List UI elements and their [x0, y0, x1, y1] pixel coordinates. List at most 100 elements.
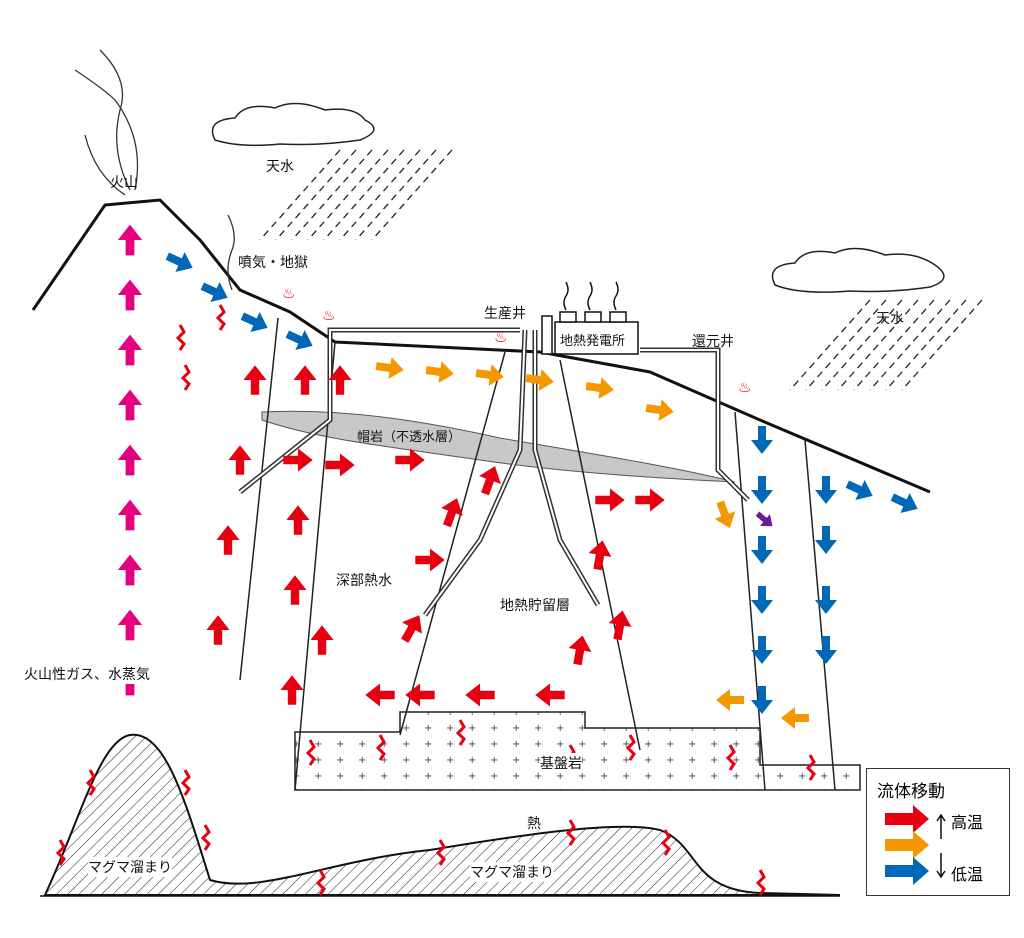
gas-arrow [117, 279, 143, 311]
hot-arrow [479, 466, 501, 496]
legend-hot-arrow [885, 805, 929, 833]
cold-arrow [751, 686, 773, 714]
cold-arrow [815, 586, 837, 614]
warm-arrow [781, 707, 809, 729]
power-plant-label: 地熱発電所 [560, 334, 626, 349]
hot-spring-icon: ♨ [282, 284, 295, 302]
heat-squiggle-arrow [85, 769, 96, 796]
cold-arrow [890, 493, 918, 513]
hot-arrow [216, 525, 240, 555]
warm-arrow [714, 500, 736, 529]
heat-label: 熱 [527, 816, 541, 832]
legend: 流体移動 高温 低温 [866, 768, 1010, 896]
heat-squiggle-arrow [175, 324, 186, 351]
power-plant [541, 281, 639, 355]
hot-arrow [568, 635, 592, 666]
hot-arrow [595, 488, 625, 512]
legend-title: 流体移動 [877, 782, 945, 802]
heat-squiggle-arrow [180, 769, 191, 796]
hot-spring-icon: ♨ [322, 306, 335, 324]
heat-squiggle-arrow [455, 719, 466, 746]
hot-arrow [310, 625, 334, 655]
deep-hot-water-label: 深部熱水 [336, 573, 392, 589]
hot-arrow [415, 548, 445, 572]
rain-label-right: 天水 [876, 311, 904, 327]
hot-arrow [395, 448, 425, 472]
heat-squiggle-arrow [315, 869, 326, 896]
reservoir-label: 地熱貯留層 [500, 598, 570, 614]
warm-arrow [716, 689, 744, 711]
gas-arrow [117, 609, 143, 641]
heat-squiggle-arrow [565, 819, 576, 846]
cold-arrow [815, 526, 837, 554]
cold-arrow [845, 480, 873, 500]
warm-arrow [645, 399, 674, 421]
cold-arrow [285, 330, 313, 350]
cloud-right [771, 247, 945, 293]
cold-arrow [751, 536, 773, 564]
hot-arrow [280, 675, 304, 705]
cold-arrow [751, 586, 773, 614]
warm-arrow [585, 377, 614, 399]
faults [239, 317, 836, 791]
magma-label-center: マグマ溜まり [470, 862, 554, 882]
hot-arrow [608, 610, 632, 641]
heat-squiggle-arrow [660, 829, 671, 856]
ground-surface [31, 198, 931, 494]
hot-arrow [325, 453, 355, 477]
warm-arrow [375, 357, 404, 379]
heat-squiggle-arrow [625, 734, 636, 761]
mixing-arrow [755, 511, 773, 527]
heat-squiggle-arrow [180, 364, 191, 391]
gas-arrow [117, 224, 143, 256]
heat-squiggle-arrow [435, 839, 446, 866]
hot-arrow [535, 683, 565, 707]
hot-arrow [401, 615, 423, 643]
legend-low-temp: 低温 [951, 865, 984, 884]
cold-arrow [240, 312, 268, 332]
hot-arrow [283, 575, 307, 605]
volcano-label: 火山 [110, 175, 138, 191]
heat-squiggle-arrow [55, 839, 66, 866]
gas-arrow [117, 554, 143, 586]
cold-arrow [751, 476, 773, 504]
hot-spring-icon: ♨ [738, 378, 751, 396]
magma-chamber [43, 733, 841, 896]
hot-arrow [465, 683, 495, 707]
heat-squiggle-arrow [200, 824, 211, 851]
cold-arrow [815, 636, 837, 664]
hot-arrow [405, 683, 435, 707]
basement-label: 基盤岩 [540, 753, 582, 773]
hot-arrow [293, 365, 317, 395]
rain-label-left: 天水 [266, 159, 294, 175]
hot-arrow [635, 488, 665, 512]
production-well-label: 生産井 [484, 306, 526, 322]
gas-arrow [117, 389, 143, 421]
cold-arrow [815, 476, 837, 504]
heat-squiggle-arrow [375, 734, 386, 761]
reinjection-well-label: 還元井 [692, 334, 734, 350]
hot-arrow [228, 445, 252, 475]
cold-arrow [751, 636, 773, 664]
magma-label-left: マグマ溜まり [88, 857, 172, 877]
cold-arrow [200, 282, 228, 302]
cold-arrow [751, 426, 773, 454]
warm-arrow [425, 361, 454, 383]
legend-warm-arrow [885, 831, 929, 859]
hot-arrow [365, 683, 395, 707]
heat-squiggle-arrow [215, 304, 226, 331]
volcanic-gas-label: 火山性ガス、水蒸気 [24, 664, 150, 684]
hot-arrow [588, 540, 612, 571]
gas-arrow [117, 334, 143, 366]
hot-arrow [441, 498, 463, 528]
legend-cold-arrow [885, 857, 929, 885]
warm-arrow [525, 369, 554, 391]
hot-arrow [283, 448, 313, 472]
heat-squiggle-arrow [755, 869, 766, 896]
heat-squiggle-arrow [305, 739, 316, 766]
volcano-smoke [74, 49, 139, 196]
cap-rock [261, 410, 736, 483]
hot-arrow [206, 615, 230, 645]
